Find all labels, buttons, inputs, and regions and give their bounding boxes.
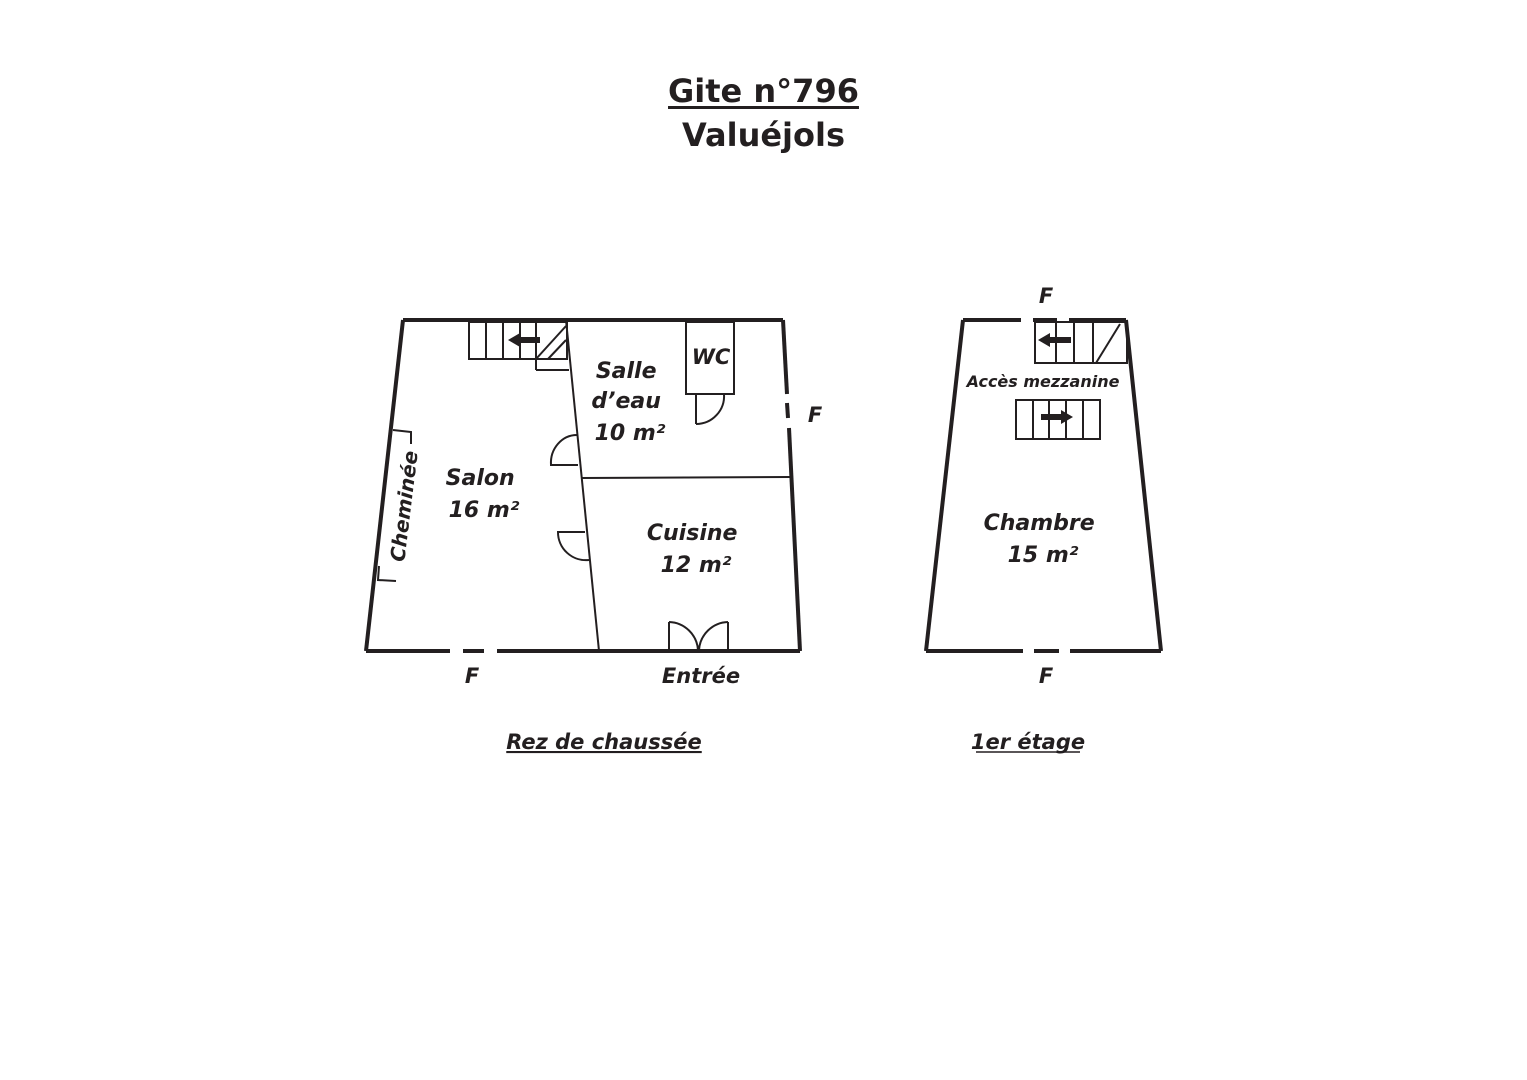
first-floor-staircase (1034, 321, 1128, 364)
window-right-ground (785, 402, 790, 419)
stair-arrow-left-icon (1038, 333, 1071, 347)
fireplace-outline (376, 429, 412, 582)
wc-cubicle (685, 321, 735, 426)
stair-arrow-left-icon (508, 333, 540, 347)
room-label-salle-deau: Salle d’eau 10 m² (591, 359, 668, 446)
plan-subtitle: Valuéjols (681, 116, 846, 154)
fireplace-label: Cheminée (385, 449, 422, 563)
ground-floor-walls (364, 318, 802, 653)
room-label-salon: Salon 16 m² (446, 466, 523, 523)
room-label-chambre: Chambre 15 m² (984, 511, 1103, 568)
mezzanine-label: Accès mezzanine (965, 372, 1120, 391)
ground-floor-caption: Rez de chaussée (506, 730, 702, 754)
ground-floor-plan: Salle d’eau 10 m² WC Salon 16 m² Cuisine… (364, 318, 823, 754)
room-label-wc: WC (692, 345, 731, 369)
plan-title: Gite n°796 (668, 72, 859, 110)
window-label-right: F (808, 403, 823, 427)
door-salle-deau (549, 433, 578, 466)
ground-floor-partitions (565, 319, 792, 652)
window-label-bottom-first: F (1039, 664, 1054, 688)
ground-floor-staircase (468, 321, 569, 371)
entrance-double-door (668, 621, 729, 651)
stair-arrow-right-icon (1041, 410, 1073, 424)
window-label-top: F (1039, 284, 1054, 308)
room-label-cuisine: Cuisine 12 m² (647, 521, 745, 578)
first-floor-walls (924, 318, 1163, 653)
door-cuisine (556, 531, 590, 562)
entrance-label: Entrée (662, 664, 740, 688)
first-floor-caption: 1er étage (971, 730, 1085, 754)
first-floor-plan: F Accès mezzanine Chambre 15 m² F 1er ét… (924, 284, 1163, 754)
window-label-bottom: F (465, 664, 480, 688)
